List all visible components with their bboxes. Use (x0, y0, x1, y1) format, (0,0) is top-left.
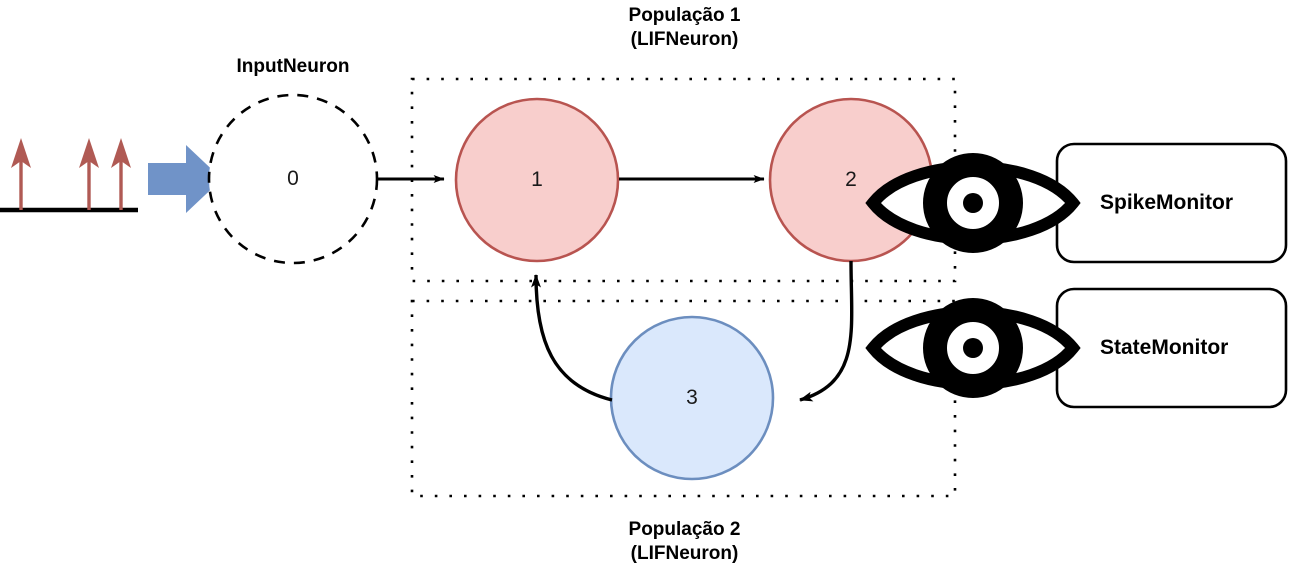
input-neuron-label: InputNeuron (236, 56, 350, 77)
population-1-title: População 1 (LIFNeuron) (413, 4, 956, 52)
node-1-label: 1 (531, 168, 543, 191)
population-2-boundary (410, 299, 957, 498)
node-3-label: 3 (686, 386, 698, 409)
state-monitor-label: StateMonitor (1100, 336, 1229, 359)
eye-icon (865, 153, 1081, 253)
population-2-title-line1: População 2 (628, 519, 741, 540)
node-0-input-neuron[interactable] (207, 93, 379, 265)
population-2-title: População 2 (LIFNeuron) (413, 518, 956, 566)
edge-2-to-3 (799, 260, 854, 402)
node-0-label: 0 (287, 167, 299, 190)
spike-monitor-label: SpikeMonitor (1100, 191, 1234, 214)
block-arrow-right-icon (148, 145, 222, 213)
population-1-title-line2: (LIFNeuron) (630, 29, 739, 50)
node-2-label: 2 (845, 168, 857, 191)
spike-train-icon (0, 138, 138, 213)
eye-icon (865, 298, 1081, 398)
edge-3-to-1 (531, 274, 613, 402)
node-1-lif-neuron[interactable] (454, 97, 620, 263)
population-1-title-line1: População 1 (628, 5, 741, 26)
population-2-title-line2: (LIFNeuron) (630, 543, 739, 564)
